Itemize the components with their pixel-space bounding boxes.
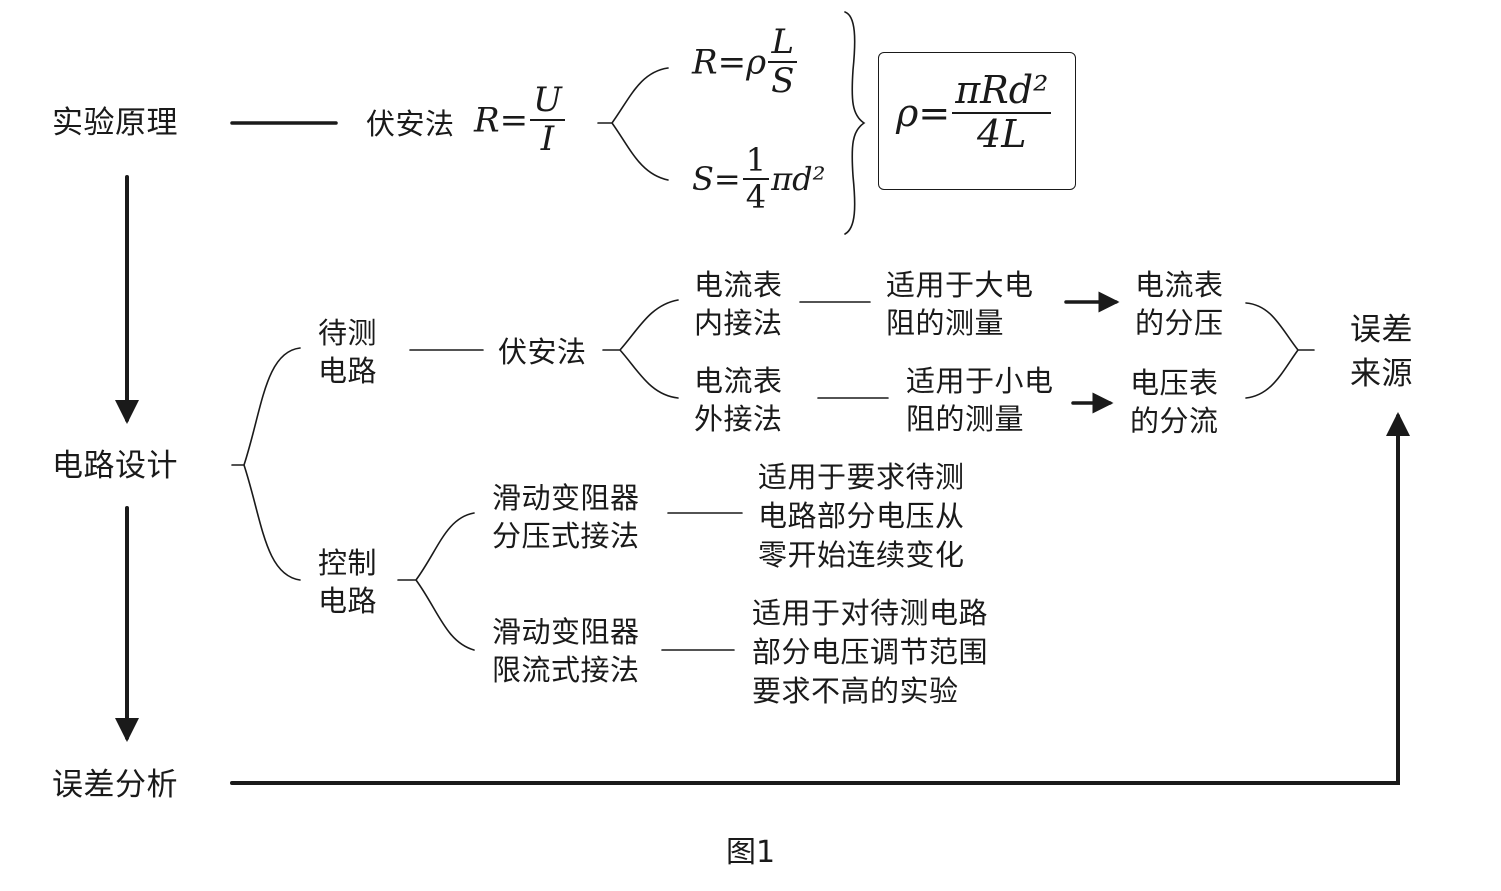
stage-design-label: 电路设计 [52, 448, 178, 484]
stage-analysis-label: 误差分析 [52, 767, 178, 803]
area-denominator: 4 [745, 178, 767, 217]
area-numerator: 1 [742, 142, 770, 181]
test-circuit-method-label: 伏安法 [498, 335, 587, 369]
principle-method-label: 伏安法 [366, 107, 455, 141]
result-lhs: ρ= [896, 90, 951, 135]
internal-use-line1: 适用于大电 [886, 268, 1034, 302]
external-use-line1: 适用于小电 [906, 364, 1054, 398]
figure-caption: 图1 [725, 835, 776, 870]
control-circuit-label-line2: 电路 [318, 584, 378, 618]
control-brace [397, 512, 475, 651]
external-error-line2: 的分流 [1130, 404, 1219, 438]
internal-error-line2: 的分压 [1135, 306, 1224, 340]
stage-principle-label: 实验原理 [52, 105, 178, 141]
design-brace [231, 347, 301, 581]
method-brace [602, 299, 679, 399]
internal-label-line1: 电流表 [694, 268, 783, 302]
external-label-line1: 电流表 [694, 364, 783, 398]
principle-join-brace [844, 11, 866, 235]
internal-error-line1: 电流表 [1135, 268, 1224, 302]
internal-label-line2: 内接法 [694, 306, 783, 340]
result-numerator: πRd² [952, 69, 1052, 114]
divider-use-line1: 适用于要求待测 [758, 460, 965, 494]
ohm-lhs: R= [474, 100, 529, 141]
divider-use-line3: 零开始连续变化 [758, 538, 965, 572]
external-error-line1: 电压表 [1130, 366, 1219, 400]
divider-label-line1: 滑动变阻器 [492, 481, 640, 515]
ohm-denominator: I [540, 119, 555, 160]
resistance-lhs: R=ρ [692, 42, 767, 83]
error-join-brace [1245, 302, 1315, 399]
divider-use-line2: 电路部分电压从 [758, 499, 965, 533]
resistivity-result-box [878, 52, 1076, 190]
divider-label-line2: 分压式接法 [492, 519, 640, 553]
limiter-use-line1: 适用于对待测电路 [752, 596, 989, 630]
resistance-numerator: L [768, 23, 798, 64]
control-circuit-label-line1: 控制 [318, 546, 378, 580]
resistance-denominator: S [771, 61, 795, 102]
test-circuit-label-line1: 待测 [318, 316, 378, 350]
limiter-label-line2: 限流式接法 [492, 653, 640, 687]
external-use-line2: 阻的测量 [906, 402, 1025, 436]
external-label-line2: 外接法 [694, 402, 783, 436]
area-tail: πd² [771, 160, 826, 199]
error-source-line1: 误差 [1350, 312, 1413, 348]
ohm-numerator: U [530, 81, 565, 122]
error-source-line2: 来源 [1350, 356, 1413, 392]
limiter-use-line3: 要求不高的实验 [752, 674, 959, 708]
internal-use-line2: 阻的测量 [886, 306, 1005, 340]
result-denominator: 4L [977, 111, 1027, 156]
area-lhs: S= [692, 160, 741, 199]
limiter-label-line1: 滑动变阻器 [492, 615, 640, 649]
principle-split-brace [597, 67, 669, 181]
test-circuit-label-line2: 电路 [318, 354, 378, 388]
limiter-use-line2: 部分电压调节范围 [752, 635, 989, 669]
analysis-to-source-arrow [230, 412, 1410, 785]
